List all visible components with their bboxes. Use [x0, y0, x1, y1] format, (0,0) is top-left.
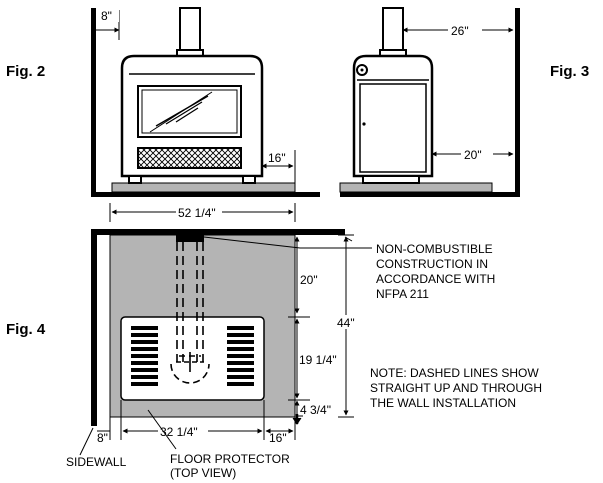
- fig4-rear-wall: [91, 229, 345, 235]
- dim-front-20: 20": [300, 273, 318, 287]
- dim-left-8: 8": [97, 431, 108, 445]
- fig2-front-view: Fig. 2 8" 16": [6, 7, 320, 197]
- dim-rear-8: 8": [101, 9, 112, 23]
- fig3-label: Fig. 3: [550, 63, 589, 80]
- fig4-sidewall: [91, 229, 97, 426]
- fig3-base: [362, 175, 420, 184]
- construction-note-line: NFPA 211: [376, 287, 429, 301]
- dim-width-52: 52 1/4": [178, 206, 216, 220]
- construction-note: NON-COMBUSTIBLE CONSTRUCTION IN ACCORDAN…: [376, 242, 495, 301]
- fig4-top-view: Fig. 4 52 1/4": [6, 203, 372, 480]
- fig3-hearth: [339, 182, 493, 193]
- fig2-flue-pipe: [179, 7, 201, 54]
- fig3-side-view: Fig. 3 26" 20": [339, 7, 589, 197]
- construction-note-line: ACCORDANCE WITH: [376, 272, 495, 286]
- glass-reflection-icon: [149, 91, 213, 133]
- fig2-floor: [91, 192, 320, 197]
- dim-side-16: 16": [268, 151, 286, 165]
- construction-note-line: NON-COMBUSTIBLE: [376, 242, 493, 256]
- fig2-label: Fig. 2: [6, 63, 45, 80]
- construction-note-line: CONSTRUCTION IN: [376, 257, 488, 271]
- fig3-side-wall: [515, 8, 520, 196]
- dim-rear-26: 26": [451, 24, 469, 38]
- floor-protector-label: FLOOR PROTECTOR: [170, 452, 290, 466]
- right-vent-icon: [227, 326, 254, 386]
- dim-stove-19: 19 1/4": [299, 353, 337, 367]
- floor-protector-sublabel: (TOP VIEW): [170, 466, 236, 480]
- dim-right-16: 16": [269, 431, 287, 445]
- latch-icon: [362, 122, 366, 126]
- fig2-hearth: [111, 182, 296, 193]
- dim-back-4: 4 3/4": [300, 403, 331, 417]
- fig4-label: Fig. 4: [6, 321, 46, 338]
- fig3-side-panel: [359, 83, 427, 173]
- fig2-lower-grille: [137, 147, 242, 169]
- fig3-floor: [340, 192, 520, 197]
- dim-depth-44: 44": [337, 316, 355, 330]
- fig2-left-foot: [128, 175, 142, 184]
- left-vent-icon: [131, 326, 158, 386]
- dashed-note-line: NOTE: DASHED LINES SHOW: [370, 366, 539, 380]
- stove-top-outline: [120, 316, 265, 401]
- fig2-right-foot: [242, 175, 256, 184]
- sidewall-label: SIDEWALL: [66, 455, 127, 469]
- dim-side-20: 20": [464, 148, 482, 162]
- dashed-lines-note: NOTE: DASHED LINES SHOW STRAIGHT UP AND …: [370, 366, 542, 410]
- fig2-rear-wall: [91, 8, 96, 196]
- dashed-note-line: STRAIGHT UP AND THROUGH: [370, 381, 542, 395]
- dashed-note-line: THE WALL INSTALLATION: [370, 396, 516, 410]
- dim-width-32: 32 1/4": [160, 425, 198, 439]
- fig3-flue-pipe: [382, 7, 404, 54]
- dashed-vent-pipe: [170, 234, 210, 384]
